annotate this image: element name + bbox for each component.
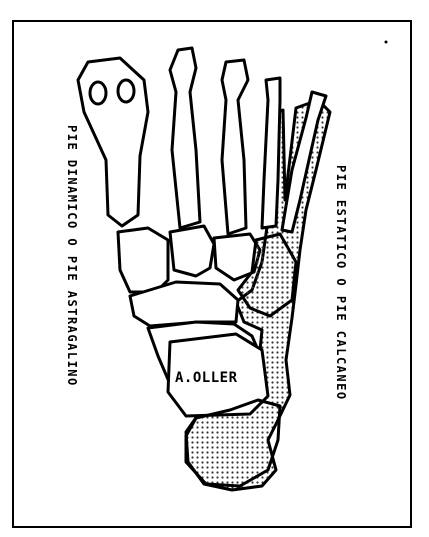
hallux-sesamoid-2	[118, 80, 134, 102]
medial-cuneiform	[118, 228, 168, 292]
toe-4-bone	[262, 78, 280, 228]
stray-dot	[385, 41, 388, 44]
toe-2-bone	[170, 48, 200, 228]
hallux-sesamoid-1	[90, 82, 106, 104]
right-caption: PIE ESTATICO O PIE CALCANEO	[334, 165, 348, 401]
intermediate-cuneiform	[170, 226, 214, 276]
hallux-bone	[78, 58, 148, 226]
left-caption: PIE DINAMICO O PIE ASTRAGALINO	[65, 125, 79, 387]
toe-3-bone	[222, 60, 248, 234]
author-signature: A.OLLER	[175, 370, 238, 386]
